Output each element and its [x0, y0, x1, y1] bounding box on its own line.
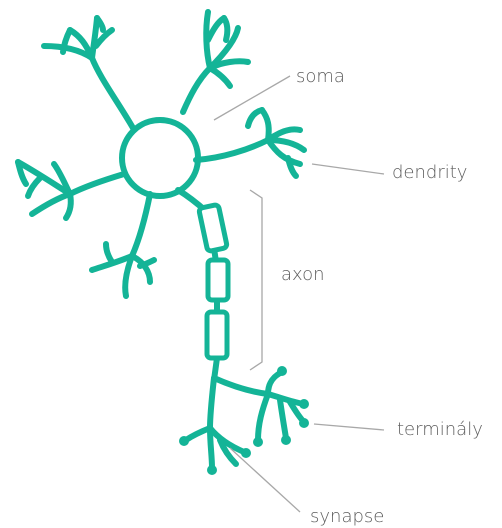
dendrite-top-right: [183, 12, 248, 112]
terminal-bulb: [299, 418, 309, 428]
terminal-bulb: [253, 437, 263, 447]
synapse-label: synapse: [310, 508, 384, 526]
myelin-segment-3: [207, 312, 227, 358]
terminal-bulb: [281, 435, 291, 445]
synapse-leader-line: [230, 448, 300, 512]
dendrite-right: [196, 110, 304, 176]
myelin-segment-1: [199, 204, 228, 251]
terminals-label: terminály: [397, 421, 483, 439]
terminal-bulb: [241, 448, 251, 458]
axon-terminals: [179, 366, 309, 475]
axon-bracket: [250, 190, 262, 370]
terminal-bulb: [179, 436, 189, 446]
dendrite-bottom: [92, 194, 154, 296]
terminal-bulb: [299, 399, 309, 409]
terminal-bulb: [277, 366, 287, 376]
terminals-leader-line: [314, 424, 384, 430]
dendrite-top-left: [44, 18, 133, 128]
dendrites-label: dendrity: [392, 164, 467, 182]
soma-cell-body: [122, 120, 198, 196]
soma-label: soma: [296, 68, 345, 86]
axon-label: axon: [281, 266, 325, 284]
dendrite-left: [18, 162, 124, 218]
axon: [199, 204, 228, 380]
dendrites-leader-line: [312, 164, 384, 174]
terminal-bulb: [207, 465, 217, 475]
myelin-segment-2: [208, 260, 228, 300]
